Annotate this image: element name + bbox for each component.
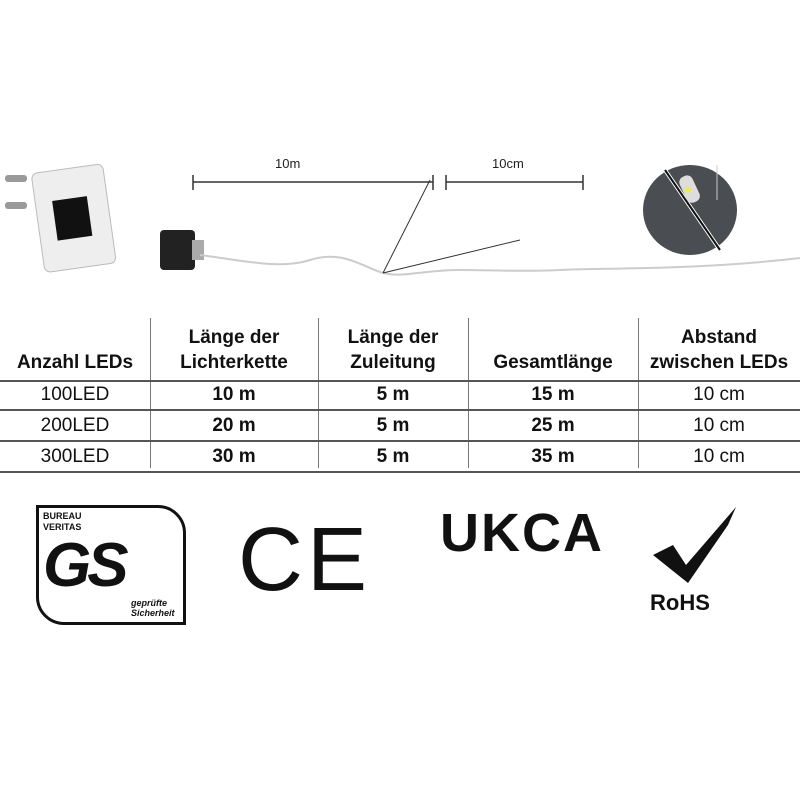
- rohs-logo: RoHS: [648, 505, 748, 620]
- total-length: 35 m: [531, 446, 575, 467]
- magnifier-circle: [643, 165, 737, 255]
- header-total-length: Gesamtlänge: [493, 352, 613, 373]
- led-count: 100LED: [40, 384, 110, 405]
- chain-length: 30 m: [212, 446, 256, 467]
- total-length: 15 m: [531, 384, 575, 405]
- ce-mark-logo: CE: [238, 510, 372, 610]
- led-size-label: 4mm: [728, 172, 751, 183]
- led-spacing: 10 cm: [693, 446, 745, 467]
- led-spacing-label: 10cm: [492, 156, 524, 171]
- checkmark-icon: [653, 507, 736, 583]
- header-count: Anzahl LEDs: [16, 352, 134, 373]
- led-count: 300LED: [40, 446, 110, 467]
- lead-length: 5 m: [376, 446, 410, 467]
- ukca-mark-logo: UKCA: [440, 503, 604, 563]
- led-count: 200LED: [40, 415, 110, 436]
- total-length: 25 m: [531, 415, 575, 436]
- light-chain-illustration: [5, 163, 800, 276]
- chain-length: 10 m: [212, 384, 256, 405]
- wire: [199, 254, 800, 276]
- dimension-lines: [192, 175, 584, 190]
- segment-length-label: 10m: [275, 156, 301, 171]
- lead-length: 5 m: [376, 415, 410, 436]
- plug-icon: [5, 163, 204, 273]
- gs-mark-logo: BUREAU VERITAS GS geprüfte Sicherheit: [36, 505, 186, 625]
- chain-length: 20 m: [212, 415, 256, 436]
- led-spacing: 10 cm: [693, 415, 745, 436]
- lead-length: 5 m: [376, 384, 410, 405]
- led-spacing: 10 cm: [693, 384, 745, 405]
